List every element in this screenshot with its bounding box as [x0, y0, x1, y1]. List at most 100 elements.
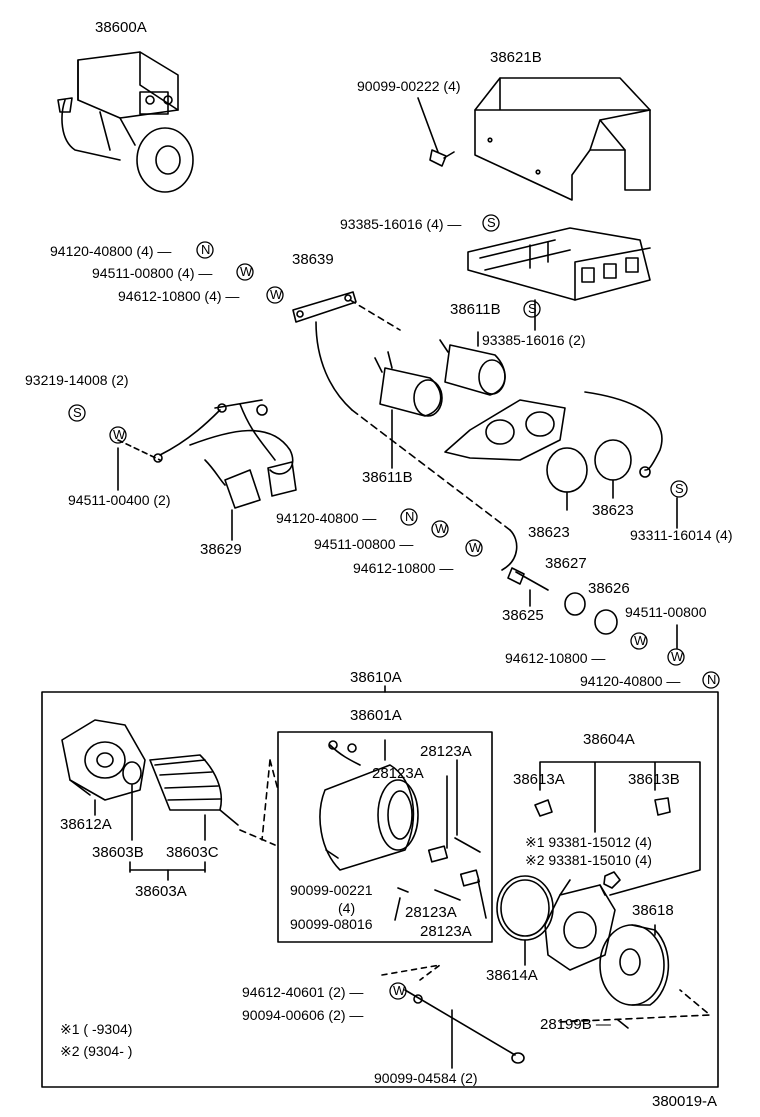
- part-label: 38611B: [362, 469, 413, 486]
- leader-line: [381, 964, 441, 981]
- part-label: 90099-00221: [290, 882, 373, 898]
- part-label: 94511-00800: [625, 604, 707, 620]
- footnote-1: ※1 ( -9304): [60, 1021, 133, 1037]
- leader-line: [539, 761, 701, 896]
- symbol-w: W: [634, 633, 647, 648]
- leader-line: [559, 989, 711, 1023]
- part-label: 93219-14008 (2): [25, 372, 129, 388]
- part-label: 38639: [292, 251, 334, 268]
- harness-icon: [153, 399, 297, 509]
- part-label: 38613A: [513, 771, 565, 788]
- diagram-id: 380019-A: [652, 1093, 718, 1110]
- w-symbol-icon: [236, 263, 254, 281]
- brush-icon: [654, 797, 671, 816]
- part-label: 38621B: [490, 49, 542, 66]
- part-label: 38625: [502, 607, 544, 624]
- symbol-w: W: [469, 540, 482, 555]
- bolt-head-icon: [511, 1052, 525, 1064]
- part-label: 94612-10800 —: [353, 560, 454, 576]
- part-label: (4): [338, 900, 356, 916]
- part-label: 38613B: [628, 771, 680, 788]
- part-label: 93311-16014 (4): [630, 527, 733, 543]
- w-symbol-icon: [266, 286, 284, 304]
- part-label: 28199B —: [540, 1016, 611, 1033]
- cable-icon: [584, 391, 663, 471]
- part-label: 38623: [592, 502, 634, 519]
- w-symbol-icon: [431, 520, 449, 538]
- w-symbol-icon: [630, 632, 648, 650]
- part-label: ※1 93381-15012 (4): [525, 834, 652, 850]
- bolt-icon: [417, 97, 455, 167]
- symbol-w: W: [270, 287, 283, 302]
- bolt-icon: [507, 567, 618, 635]
- part-label: 38611B: [450, 301, 501, 318]
- end-frame-icon: [599, 924, 670, 1006]
- cable-icon: [292, 291, 518, 571]
- solenoid-icon: [374, 339, 506, 417]
- yoke-icon: [319, 740, 419, 871]
- yoke-frame: [277, 731, 493, 943]
- part-label: 93385-16016 (2): [482, 332, 586, 348]
- w-symbol-icon: [389, 982, 407, 1000]
- armature-icon: [122, 754, 239, 826]
- symbol-n: N: [405, 509, 415, 524]
- part-label: 94612-10800 (4) —: [118, 288, 240, 304]
- symbols: [68, 214, 720, 1000]
- symbol-w: W: [240, 264, 253, 279]
- leader-line: [477, 879, 487, 919]
- part-label: 94511-00400 (2): [68, 492, 171, 508]
- cap-icon: [594, 439, 632, 481]
- part-label: 38629: [200, 541, 242, 558]
- symbol-s: S: [528, 301, 537, 316]
- bracket-icon: [467, 227, 651, 301]
- leader-line: [566, 479, 614, 511]
- assembly-frame: [41, 691, 719, 1088]
- part-label: 28123A: [372, 765, 424, 782]
- part-label: 28123A: [420, 923, 472, 940]
- n-symbol-icon: [196, 241, 214, 259]
- part-label: 94120-40800 (4) —: [50, 243, 172, 259]
- part-label: 38626: [588, 580, 630, 597]
- leader-line: [394, 897, 401, 921]
- part-label: 90094-00606 (2) —: [242, 1007, 364, 1023]
- part-label: 38603C: [166, 844, 219, 861]
- s-symbol-icon: [482, 214, 500, 232]
- part-label: ※2 93381-15010 (4): [525, 852, 652, 868]
- part-label: 38603A: [135, 883, 187, 900]
- part-label: 38610A: [350, 669, 402, 686]
- n-symbol-icon: [400, 508, 418, 526]
- o-ring-icon: [496, 875, 554, 941]
- part-label: 90099-00222 (4): [357, 78, 461, 94]
- part-label: 38604A: [583, 731, 635, 748]
- part-label: 38623: [528, 524, 570, 541]
- symbol-w: W: [113, 427, 126, 442]
- part-label: 94511-00800 —: [314, 536, 414, 552]
- s-symbol-icon: [68, 404, 86, 422]
- brush-holder-icon: [544, 879, 616, 971]
- cover-icon: [474, 77, 651, 201]
- w-symbol-icon: [465, 539, 483, 557]
- symbol-s: S: [73, 405, 82, 420]
- symbol-w: W: [435, 521, 448, 536]
- housing-icon: [61, 719, 146, 801]
- n-symbol-icon: [702, 671, 720, 689]
- part-label: 94612-10800 —: [505, 650, 606, 666]
- symbol-s: S: [675, 481, 684, 496]
- bracket-icon: [444, 399, 566, 461]
- part-label: 38618: [632, 902, 674, 919]
- nut-icon: [603, 871, 621, 889]
- part-label: 94511-00800 (4) —: [92, 265, 213, 281]
- part-label: 94120-40800 —: [276, 510, 377, 526]
- w-symbol-icon: [109, 426, 127, 444]
- washer-icon: [413, 994, 423, 1004]
- part-label: 28123A: [420, 743, 472, 760]
- cap-icon: [546, 447, 588, 493]
- symbol-n: N: [707, 672, 717, 687]
- part-label: 90099-04584 (2): [374, 1070, 478, 1086]
- leader-line: [131, 784, 206, 841]
- part-label: 94120-40800 —: [580, 673, 681, 689]
- part-label: 93385-16016 (4) —: [340, 216, 462, 232]
- part-label: 38612A: [60, 816, 112, 833]
